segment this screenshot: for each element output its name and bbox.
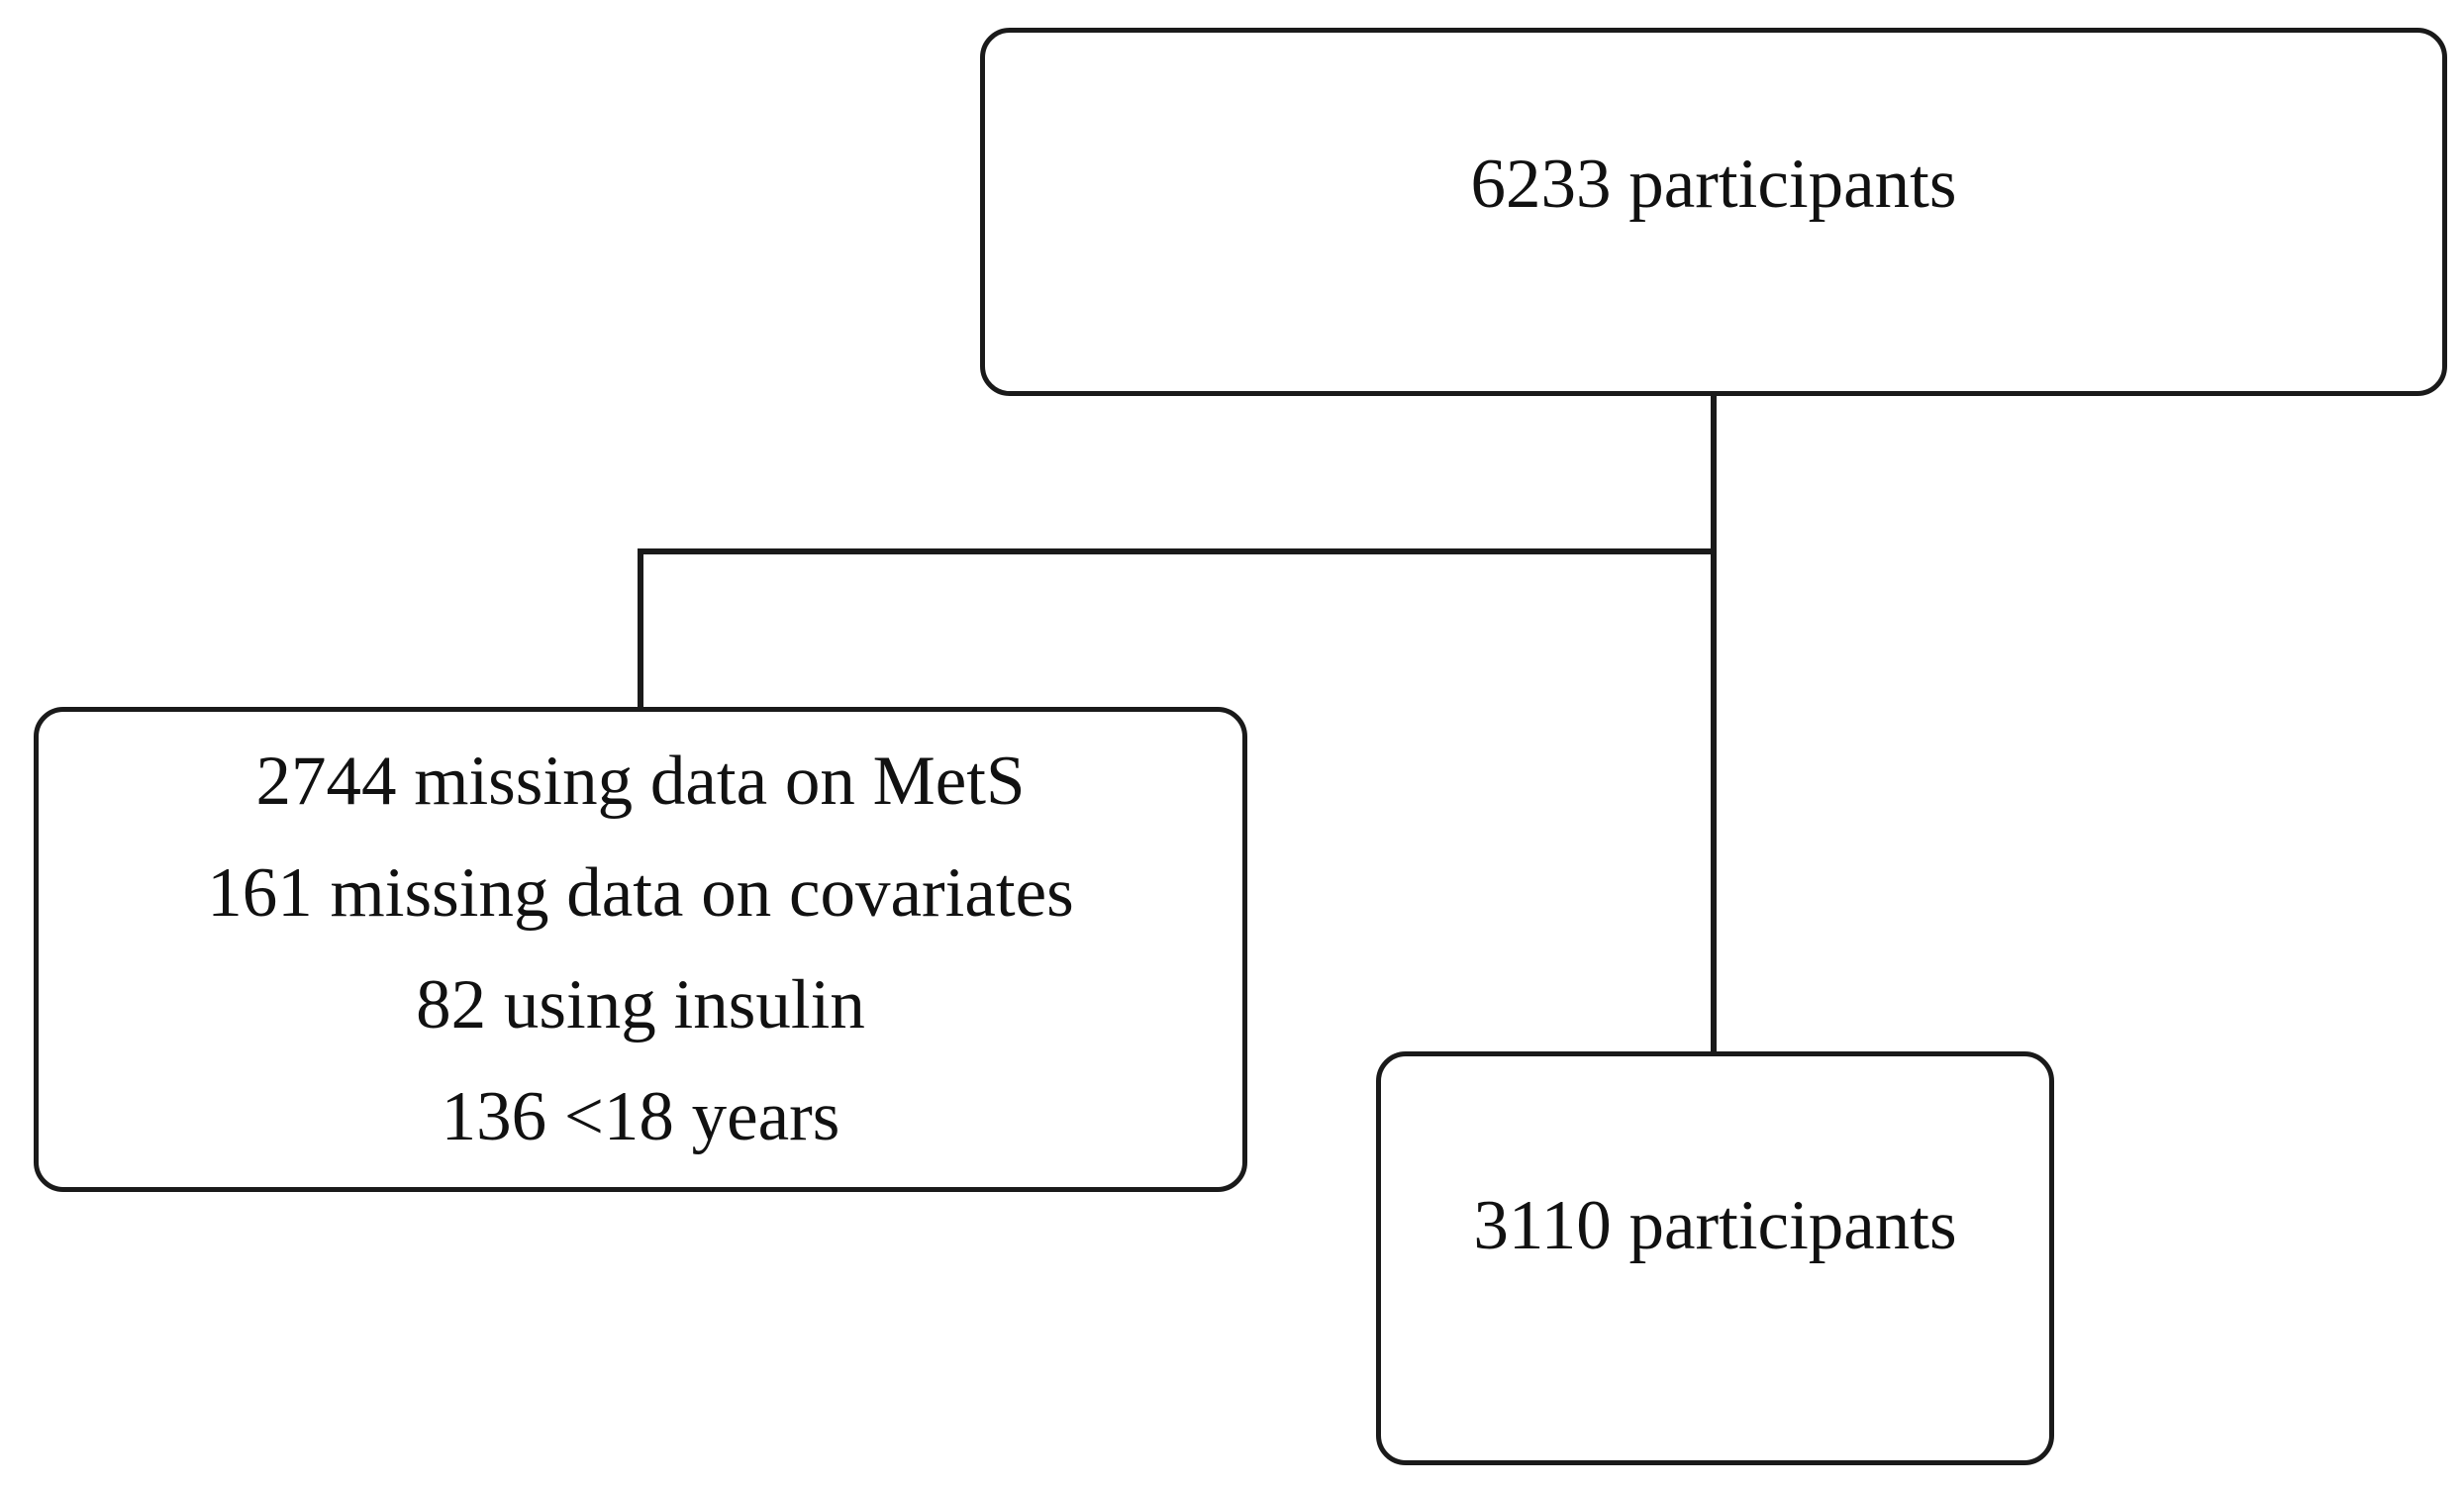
exclusion-line-covariates: 161 missing data on covariates	[207, 854, 1074, 932]
exclusion-line-mets: 2744 missing data on MetS	[255, 743, 1026, 820]
total-participants-label: 6233 participants	[1470, 146, 1957, 223]
final-participants-box: 3110 participants	[1376, 1051, 2054, 1465]
total-participants-box: 6233 participants	[980, 28, 2447, 396]
exclusion-line-insulin: 82 using insulin	[416, 966, 865, 1043]
exclusion-line-age: 136 <18 years	[441, 1078, 840, 1155]
exclusion-box: 2744 missing data on MetS 161 missing da…	[34, 707, 1247, 1192]
final-participants-label: 3110 participants	[1473, 1187, 1957, 1264]
